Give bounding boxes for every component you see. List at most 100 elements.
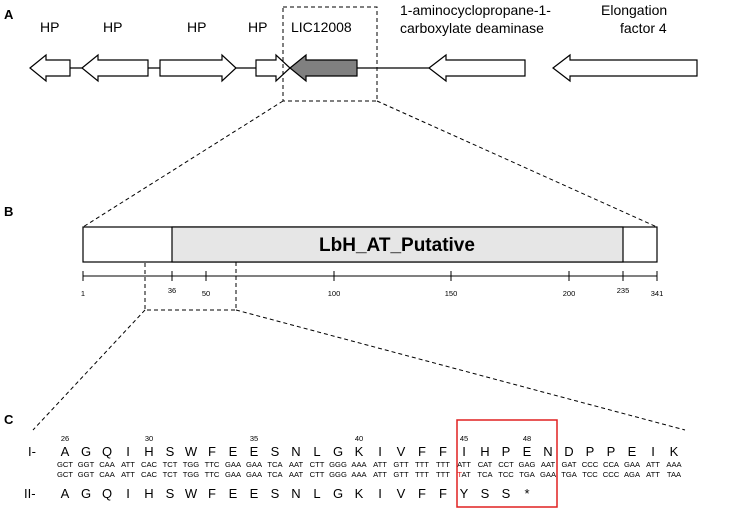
- codon-frame1: TGG: [183, 460, 200, 469]
- codon-frame1: ATT: [373, 460, 387, 469]
- codon-frame1: AAT: [289, 460, 304, 469]
- amino-acid-frame1: E: [523, 444, 532, 459]
- amino-acid-frame2: F: [418, 486, 426, 501]
- amino-acid-frame1: P: [502, 444, 511, 459]
- amino-acid-frame1: I: [651, 444, 655, 459]
- gene-label-hp-2: HP: [103, 19, 122, 35]
- codon-frame1: CCT: [498, 460, 514, 469]
- amino-acid-frame1: F: [439, 444, 447, 459]
- tick-label: 150: [445, 289, 458, 298]
- panel-label-b: B: [4, 204, 13, 219]
- amino-acid-frame1: G: [333, 444, 343, 459]
- amino-acid-frame2: S: [502, 486, 511, 501]
- codon-frame2: CAA: [99, 470, 116, 479]
- codon-frame1: TTC: [205, 460, 220, 469]
- tick-label: 100: [328, 289, 341, 298]
- gene-label-acc-line1: 1-aminocyclopropane-1-: [400, 2, 551, 18]
- amino-acid-frame2: E: [250, 486, 259, 501]
- codon-frame1: TCT: [163, 460, 178, 469]
- amino-acid-frame1: A: [61, 444, 70, 459]
- codon-frame2: AAT: [289, 470, 304, 479]
- amino-acid-frame2: F: [439, 486, 447, 501]
- residue-number: 26: [61, 434, 69, 443]
- codon-frame2: ATT: [121, 470, 135, 479]
- amino-acid-frame1: K: [670, 444, 679, 459]
- amino-acid-frame2: H: [144, 486, 153, 501]
- codon-frame2: TTT: [436, 470, 450, 479]
- codon-frame2: CTT: [310, 470, 325, 479]
- gene-label-ef-line1: Elongation: [601, 2, 667, 18]
- gene-hp-3: [159, 53, 237, 83]
- codon-frame2: GGG: [329, 470, 347, 479]
- residue-number: 45: [460, 434, 468, 443]
- amino-acid-frame1: F: [418, 444, 426, 459]
- domain-region: [171, 226, 624, 263]
- reading-frame-label-1: I-: [28, 444, 36, 459]
- codon-frame1: CCC: [582, 460, 599, 469]
- codon-frame1: TTT: [415, 460, 429, 469]
- codon-frame2: TAA: [667, 470, 682, 479]
- codon-frame2: GGT: [78, 470, 95, 479]
- amino-acid-frame2: S: [166, 486, 175, 501]
- tick-label: 36: [168, 286, 176, 295]
- gene-label-acc-line2: carboxylate deaminase: [400, 20, 544, 36]
- amino-acid-frame1: I: [378, 444, 382, 459]
- tick-label: 50: [202, 289, 210, 298]
- panel-label-a: A: [4, 7, 14, 22]
- amino-acid-frame1: E: [229, 444, 238, 459]
- amino-acid-frame1: H: [480, 444, 489, 459]
- codon-frame1: GTT: [393, 460, 409, 469]
- gene-acc-deaminase: [428, 53, 526, 83]
- amino-acid-frame1: I: [462, 444, 466, 459]
- codon-frame1: GGT: [78, 460, 95, 469]
- amino-acid-frame1: V: [397, 444, 406, 459]
- amino-acid-frame1: F: [208, 444, 216, 459]
- codon-frame2: AAA: [351, 470, 367, 479]
- codon-frame1: GAA: [246, 460, 263, 469]
- gene-hp-1: [29, 53, 71, 83]
- amino-acid-frame2: A: [61, 486, 70, 501]
- amino-acid-frame1: L: [313, 444, 320, 459]
- amino-acid-frame1: I: [126, 444, 130, 459]
- codon-frame2: GCT: [57, 470, 73, 479]
- zoom-line-b-left: [32, 309, 146, 431]
- residue-number: 48: [523, 434, 531, 443]
- amino-acid-frame2: V: [397, 486, 406, 501]
- gene-label-ef-line2: factor 4: [620, 20, 667, 36]
- codon-frame1: CTT: [310, 460, 325, 469]
- codon-frame2: TCC: [498, 470, 514, 479]
- residue-number: 30: [145, 434, 153, 443]
- amino-acid-frame2: W: [185, 486, 198, 501]
- zoom-line-a-left: [82, 100, 284, 228]
- amino-acid-frame1: E: [250, 444, 259, 459]
- gene-hp-2: [81, 53, 149, 83]
- axis-ticks: [82, 271, 658, 281]
- codon-frame1: ATT: [457, 460, 471, 469]
- amino-acid-frame1: D: [564, 444, 573, 459]
- amino-acid-frame2: I: [378, 486, 382, 501]
- codon-frame2: AGA: [624, 470, 641, 479]
- codon-frame1: GCT: [57, 460, 73, 469]
- codon-frame2: TCA: [477, 470, 493, 479]
- codon-frame1: ATT: [646, 460, 660, 469]
- amino-acid-frame1: Q: [102, 444, 112, 459]
- codon-frame2: TTC: [205, 470, 220, 479]
- codon-frame1: GAA: [624, 460, 641, 469]
- residue-number: 40: [355, 434, 363, 443]
- amino-acid-frame2: Y: [460, 486, 469, 501]
- zoom-line-b-right: [235, 309, 686, 431]
- codon-frame1: CAA: [99, 460, 116, 469]
- codon-frame1: ATT: [121, 460, 135, 469]
- amino-acid-frame1: S: [166, 444, 175, 459]
- amino-acid-frame1: G: [81, 444, 91, 459]
- amino-acid-frame2: N: [291, 486, 300, 501]
- codon-frame2: TAT: [457, 470, 471, 479]
- tick-label: 200: [563, 289, 576, 298]
- codon-frame2: TGG: [183, 470, 200, 479]
- codon-frame2: TGA: [519, 470, 536, 479]
- amino-acid-frame1: E: [628, 444, 637, 459]
- codon-frame1: CCA: [603, 460, 620, 469]
- codon-frame1: CAT: [478, 460, 493, 469]
